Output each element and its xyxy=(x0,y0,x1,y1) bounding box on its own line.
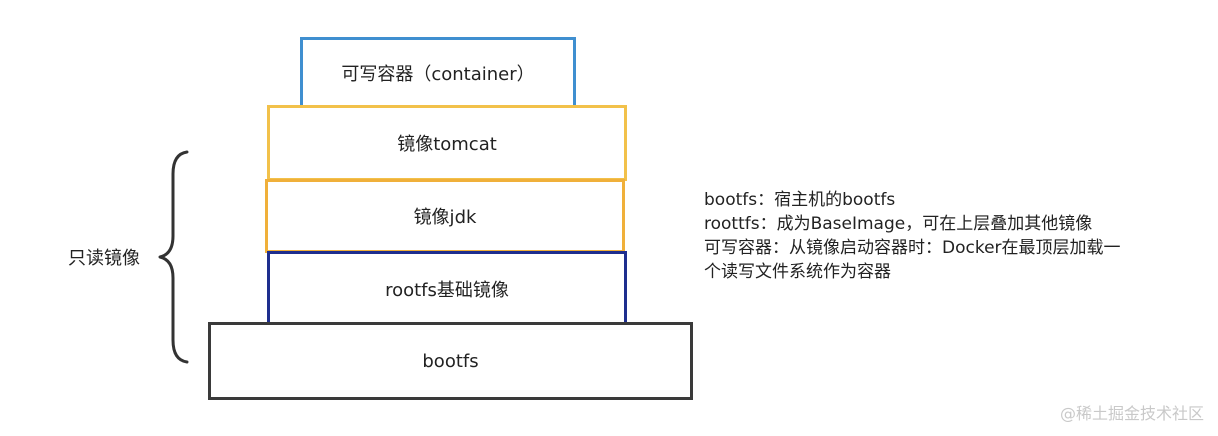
note-line-rootfs: roottfs：成为BaseImage，可在上层叠加其他镜像 xyxy=(704,214,1093,234)
readonly-images-label: 只读镜像 xyxy=(68,248,140,269)
bootfs-layer: bootfs xyxy=(208,322,693,400)
tomcat-image-layer: 镜像tomcat xyxy=(267,105,627,181)
container-layer-label: 可写容器（container） xyxy=(341,64,535,85)
rootfs-base-image-layer-label: rootfs基础镜像 xyxy=(385,279,509,301)
rootfs-base-image-layer: rootfs基础镜像 xyxy=(267,251,627,326)
notes-block: bootfs：宿主机的bootfs roottfs：成为BaseImage，可在… xyxy=(704,188,1184,284)
readonly-brace xyxy=(158,150,189,364)
jdk-image-layer-label: 镜像jdk xyxy=(413,207,477,228)
note-line-writable-container-cont: 个读写文件系统作为容器 xyxy=(704,262,891,282)
tomcat-image-layer-label: 镜像tomcat xyxy=(397,134,497,155)
jdk-image-layer: 镜像jdk xyxy=(265,179,625,253)
watermark: @稀土掘金技术社区 xyxy=(1059,404,1204,423)
note-line-bootfs: bootfs：宿主机的bootfs xyxy=(704,190,896,210)
bootfs-layer-label: bootfs xyxy=(422,350,479,372)
note-line-writable-container: 可写容器：从镜像启动容器时：Docker在最顶层加载一 xyxy=(704,238,1121,258)
container-layer: 可写容器（container） xyxy=(300,37,576,109)
